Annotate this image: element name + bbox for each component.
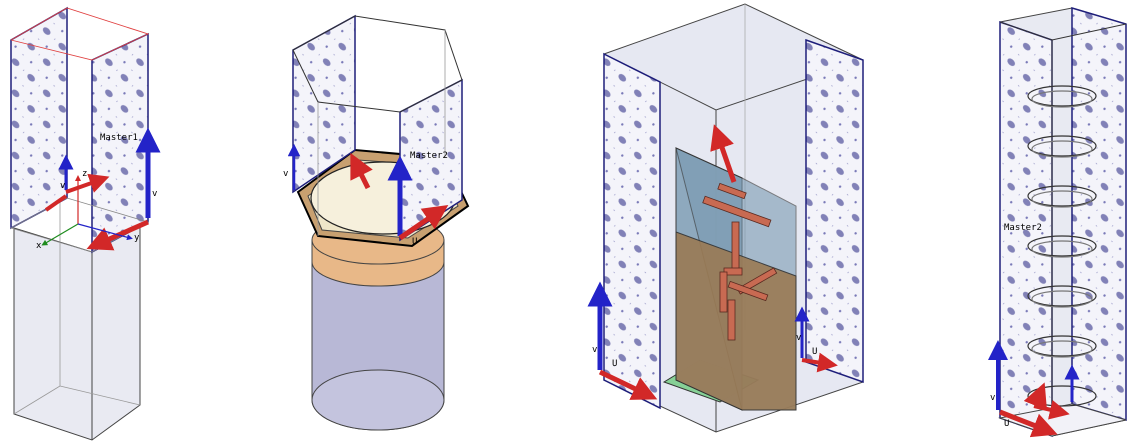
view-2-hexagonal-cell: Master2 v U bbox=[283, 14, 470, 431]
master-boundary-wall bbox=[1071, 6, 1127, 422]
coordinate-arrow bbox=[1023, 382, 1047, 411]
v-axis-label: v bbox=[152, 189, 157, 199]
coordinate-arrow bbox=[398, 204, 449, 241]
view-3-patch-cell: v U v U bbox=[587, 3, 864, 433]
coordinate-arrow bbox=[801, 352, 838, 373]
u-axis-label: U bbox=[412, 237, 417, 247]
v-axis-label: v bbox=[990, 393, 995, 403]
slave-boundary-wall bbox=[10, 6, 68, 230]
coordinate-arrow bbox=[65, 173, 110, 194]
y-axis-label: y bbox=[134, 233, 140, 243]
v-axis-label: v bbox=[283, 169, 288, 179]
x-axis-label: x bbox=[36, 241, 42, 251]
v-axis-label: v bbox=[592, 345, 597, 355]
master2-label: Master2 bbox=[1004, 223, 1042, 233]
coordinate-arrow bbox=[710, 124, 737, 183]
u-axis-label: U bbox=[1004, 419, 1009, 429]
slave-boundary-wall bbox=[603, 52, 661, 410]
coordinate-arrow bbox=[86, 219, 150, 251]
u-axis-label: U bbox=[612, 359, 617, 369]
v-axis-label: v bbox=[60, 181, 65, 191]
coordinate-arrow bbox=[350, 152, 373, 190]
master1-label: Master1 bbox=[100, 133, 138, 143]
view-1-rectangular-cell: Master1 v v z x y bbox=[9, 6, 161, 441]
z-axis-label: z bbox=[82, 169, 87, 179]
coordinate-arrow bbox=[999, 409, 1058, 438]
lower-box bbox=[13, 221, 141, 441]
v-axis-label: v bbox=[796, 333, 801, 343]
feed-trace bbox=[702, 182, 778, 341]
master-boundary-wall bbox=[805, 38, 864, 384]
axis-triad-icon: z x y bbox=[36, 169, 140, 251]
coordinate-arrow bbox=[598, 369, 658, 400]
helix-coil bbox=[1027, 85, 1097, 407]
master2-label: Master2 bbox=[410, 151, 448, 161]
view-4-helix-cell: Master2 v U bbox=[988, 6, 1127, 438]
u-axis-label: U bbox=[812, 347, 817, 357]
coordinate-arrow bbox=[44, 194, 68, 212]
